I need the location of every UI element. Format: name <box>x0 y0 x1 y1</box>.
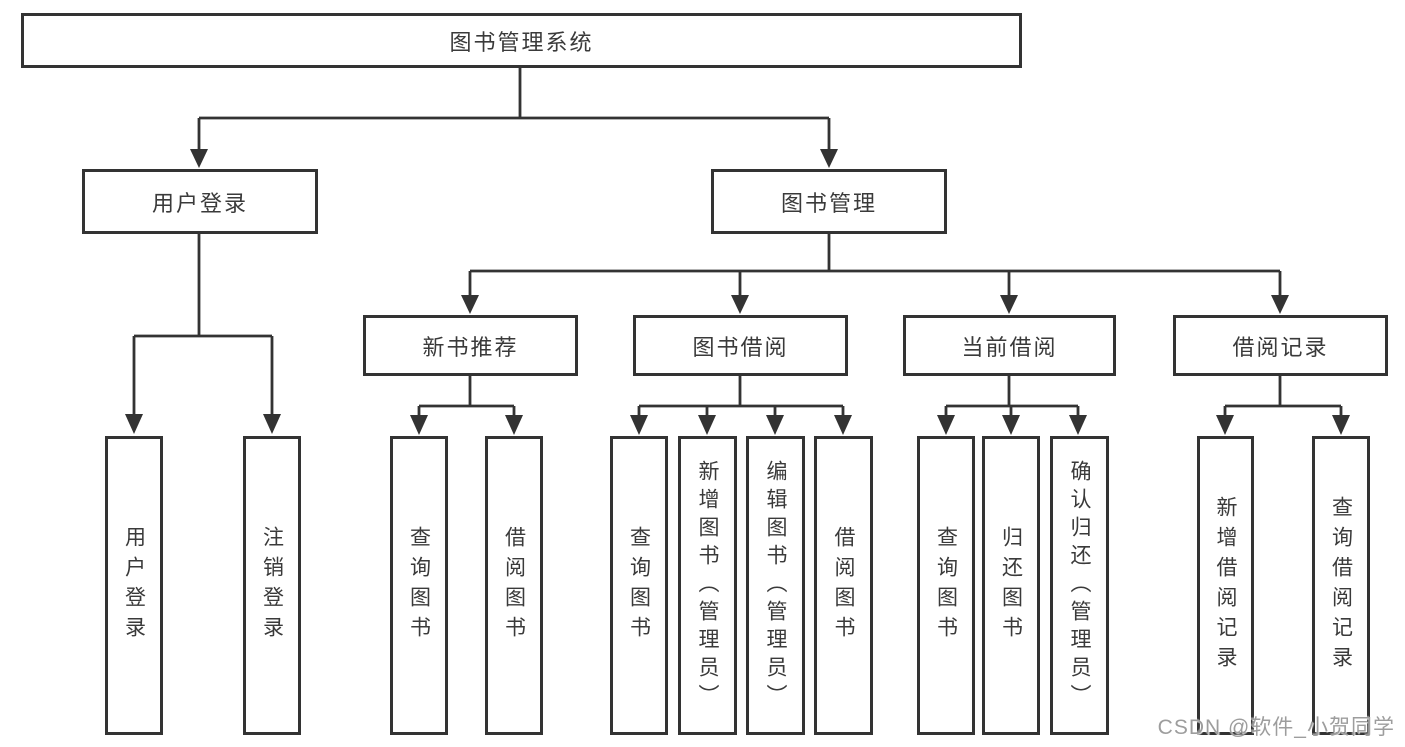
leaf-query-books-current: 查询图书 <box>917 436 975 735</box>
node-book-borrowing: 图书借阅 <box>633 315 848 376</box>
node-user-login: 用户登录 <box>82 169 318 234</box>
connector-new-book-recommend <box>410 376 523 435</box>
connector-current-borrowing <box>937 376 1087 435</box>
leaf-query-books-borrowing: 查询图书 <box>610 436 668 735</box>
leaf-borrow-books-borrowing-label: 借阅图书 <box>832 525 855 646</box>
leaf-query-borrow-record: 查询借阅记录 <box>1312 436 1370 735</box>
node-book-management-label: 图书管理 <box>780 190 877 216</box>
node-user-login-label: 用户登录 <box>151 190 248 216</box>
leaf-borrow-books-recommend-label: 借阅图书 <box>502 525 526 646</box>
node-new-book-recommend-label: 新书推荐 <box>422 334 519 360</box>
node-borrow-records: 借阅记录 <box>1173 315 1388 376</box>
leaf-confirm-return-admin: 确认归还（管理员） <box>1050 436 1109 735</box>
node-book-borrowing-label: 图书借阅 <box>692 334 789 360</box>
node-book-management: 图书管理 <box>711 169 947 234</box>
leaf-return-books: 归还图书 <box>982 436 1040 735</box>
leaf-edit-books-admin-label: 编辑图书（管理员） <box>764 459 787 712</box>
connector-book-borrowing <box>630 376 852 435</box>
watermark: CSDN @软件_小贺同学 <box>1157 716 1395 739</box>
leaf-add-books-admin: 新增图书（管理员） <box>678 436 737 735</box>
leaf-add-borrow-record: 新增借阅记录 <box>1197 436 1254 735</box>
node-root: 图书管理系统 <box>21 13 1022 68</box>
leaf-return-books-label: 归还图书 <box>999 525 1023 646</box>
leaf-user-login-label: 用户登录 <box>122 525 146 646</box>
leaf-query-books-borrowing-label: 查询图书 <box>627 525 651 646</box>
leaf-query-books-recommend: 查询图书 <box>390 436 448 735</box>
node-current-borrowing-label: 当前借阅 <box>961 334 1058 360</box>
connector-user-login <box>125 234 281 434</box>
leaf-query-borrow-record-label: 查询借阅记录 <box>1329 495 1353 676</box>
leaf-add-borrow-record-label: 新增借阅记录 <box>1214 495 1237 676</box>
leaf-borrow-books-recommend: 借阅图书 <box>485 436 543 735</box>
leaf-edit-books-admin: 编辑图书（管理员） <box>746 436 805 735</box>
connector-borrow-records <box>1216 376 1350 435</box>
node-root-label: 图书管理系统 <box>449 29 594 55</box>
leaf-user-login: 用户登录 <box>105 436 163 735</box>
connector-root <box>190 67 838 168</box>
leaf-logout-label: 注销登录 <box>260 525 284 646</box>
connector-book-management <box>461 234 1289 314</box>
leaf-add-books-admin-label: 新增图书（管理员） <box>696 459 719 712</box>
leaf-query-books-current-label: 查询图书 <box>934 525 958 646</box>
leaf-confirm-return-admin-label: 确认归还（管理员） <box>1068 459 1091 712</box>
node-new-book-recommend: 新书推荐 <box>363 315 578 376</box>
leaf-logout: 注销登录 <box>243 436 301 735</box>
leaf-borrow-books-borrowing: 借阅图书 <box>814 436 873 735</box>
leaf-query-books-recommend-label: 查询图书 <box>407 525 431 646</box>
node-borrow-records-label: 借阅记录 <box>1232 334 1329 360</box>
node-current-borrowing: 当前借阅 <box>903 315 1116 376</box>
